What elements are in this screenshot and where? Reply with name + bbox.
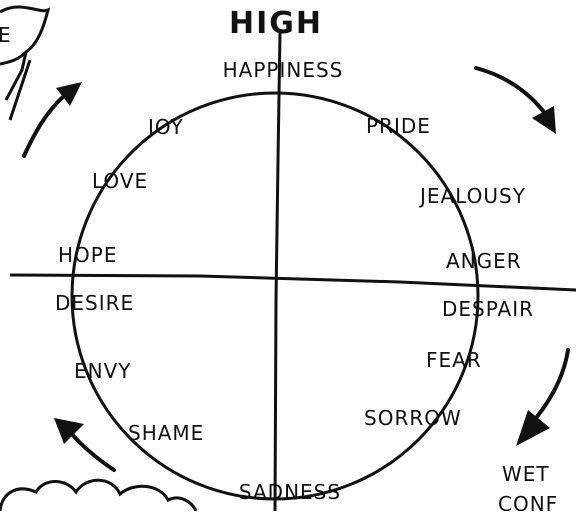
label-pride: PRIDE — [366, 114, 431, 138]
curved-arrow-icon — [24, 82, 82, 156]
curved-arrow-icon — [516, 350, 568, 446]
label-anger: ANGER — [446, 249, 522, 273]
label-desire: DESIRE — [55, 291, 134, 315]
vertical-axis — [275, 33, 280, 511]
label-joy: JOY — [146, 115, 184, 139]
partial-label-bottom-right-1: WET — [502, 462, 550, 486]
diagram-title: HIGH — [229, 6, 323, 41]
curved-arrow-icon — [476, 68, 556, 134]
horizontal-axis — [10, 275, 576, 290]
label-jealousy: JEALOUSY — [418, 184, 526, 208]
cloud-icon — [0, 480, 196, 511]
label-sorrow: SORROW — [364, 406, 462, 430]
label-hope: HOPE — [58, 243, 117, 267]
partial-label-top-left: E — [0, 23, 12, 47]
label-envy: ENVY — [74, 359, 132, 383]
partial-label-bottom-right-2: CONF — [498, 492, 558, 511]
label-love: LOVE — [92, 169, 148, 193]
label-shame: SHAME — [128, 421, 204, 445]
label-fear: FEAR — [426, 348, 482, 372]
label-despair: DESPAIR — [442, 297, 534, 321]
curved-arrow-icon — [54, 418, 114, 470]
label-happiness: HAPPINESS — [223, 58, 344, 82]
label-sadness: SADNESS — [239, 480, 341, 504]
